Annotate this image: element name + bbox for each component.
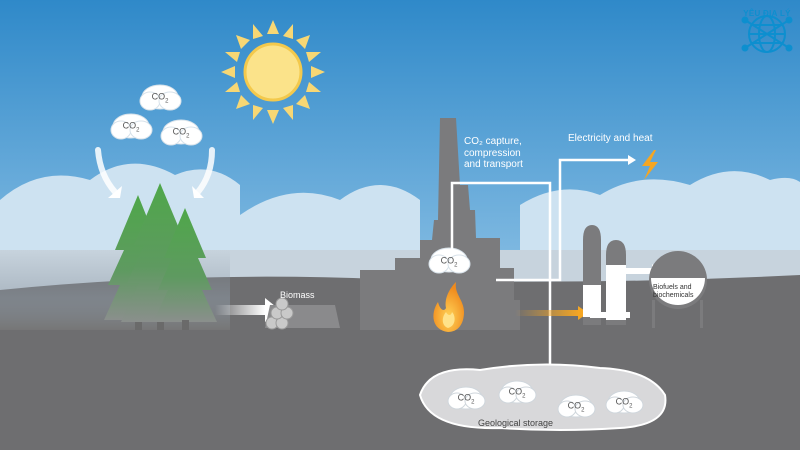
co2-label: CO2 xyxy=(151,91,169,105)
cloud-icon xyxy=(498,380,537,404)
cloud-icon xyxy=(428,247,471,274)
co2-label: CO2 xyxy=(122,120,140,134)
storage-label: Geological storage xyxy=(478,418,554,428)
cloud-icon xyxy=(139,84,182,111)
globe-logo-icon xyxy=(741,15,793,53)
co2-label: CO2 xyxy=(172,126,190,140)
arrow-head-electricity xyxy=(628,155,636,165)
storage-clouds xyxy=(447,380,644,418)
lightning-icon xyxy=(642,150,658,180)
biofuels-label: Biofuels and biochemicals xyxy=(653,284,694,299)
arrow-head-left xyxy=(108,186,122,198)
arrow-head-right xyxy=(192,186,204,198)
capture-label: CO₂ capture, compression and transport xyxy=(464,136,523,171)
biomass-label: Biomass xyxy=(280,290,315,300)
arrow-to-refinery xyxy=(515,310,580,316)
cloud-icon xyxy=(557,394,596,418)
co2-cloud-cluster xyxy=(110,84,203,146)
co2-label: CO2 xyxy=(567,400,585,414)
co2-label: CO2 xyxy=(457,392,475,406)
electricity-label: Electricity and heat xyxy=(568,133,653,144)
electricity-line xyxy=(496,158,630,282)
brand: YÊU ĐỊA LÝ xyxy=(739,8,795,18)
cloud-icon xyxy=(605,390,644,414)
geological-storage xyxy=(418,363,667,431)
brand-text: YÊU ĐỊA LÝ xyxy=(743,9,791,18)
flame-icon xyxy=(433,282,464,332)
co2-label: CO2 xyxy=(615,396,633,410)
cloud-icon xyxy=(447,386,486,410)
tree-icon xyxy=(153,208,217,330)
refinery xyxy=(583,225,660,325)
cloud-icon xyxy=(110,113,153,140)
capture-label-line: CO₂ capture, xyxy=(464,136,522,147)
capture-label-line: compression xyxy=(464,147,521,159)
co2-capture-pipe xyxy=(450,181,552,380)
log-pile-icon xyxy=(265,297,340,330)
arrow-to-biomass xyxy=(215,305,265,315)
co2-absorption-arrows xyxy=(95,147,215,195)
cloud-icon xyxy=(160,119,203,146)
sun-icon xyxy=(221,20,325,124)
capture-label-line: and transport xyxy=(464,159,523,170)
co2-label: CO2 xyxy=(440,255,458,269)
co2-label: CO2 xyxy=(508,386,526,400)
power-plant xyxy=(360,118,520,330)
forest xyxy=(104,183,217,330)
biofuel-tank xyxy=(649,251,707,328)
